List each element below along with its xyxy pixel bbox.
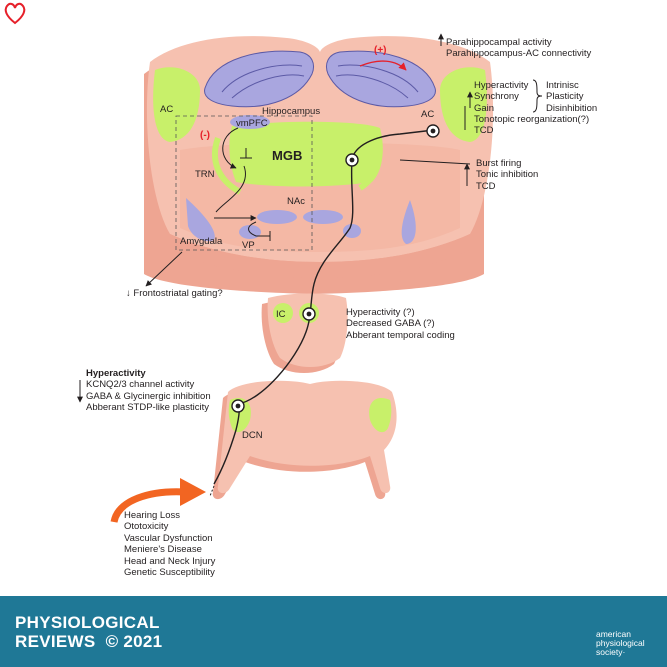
ac-change-item: Synchrony: [474, 91, 519, 103]
cause-item: Ototoxicity: [124, 521, 169, 533]
ic-notes: Hyperactivity (?) Decreased GABA (?) Abb…: [346, 307, 455, 341]
mgb-region: [229, 121, 383, 187]
society-line: society·: [596, 647, 626, 657]
trn-label: TRN: [195, 169, 215, 180]
ac-left-label: AC: [160, 104, 174, 115]
cortex-notes: Parahippocampal activity Parahippocampus…: [446, 37, 591, 60]
cortex-note: Parahippocampal activity: [446, 37, 552, 48]
frontostriatal-note: ↓ Frontostriatal gating?: [126, 288, 223, 299]
dcn-note: Abberant STDP-like plasticity: [86, 402, 210, 414]
ac-change-item: Plasticity: [546, 91, 584, 103]
society-name: american physiological society·: [596, 630, 645, 657]
dcn-section: [212, 380, 397, 500]
vmpfc-region: [230, 115, 270, 129]
ac-change-item: Intrinisc: [546, 80, 579, 91]
mgb-note: Tonic inhibition: [476, 169, 539, 181]
nac-label: NAc: [287, 196, 305, 207]
ac-changes-right: Intrinisc Plasticity Disinhibition: [546, 80, 597, 114]
causes-list: Hearing Loss Ototoxicity Vascular Dysfun…: [124, 510, 215, 578]
tinnitus-pathway-diagram: [77, 33, 543, 524]
neuron-icon: [231, 124, 440, 413]
trn-region: [212, 136, 242, 195]
ic-note: Hyperactivity (?): [346, 307, 415, 318]
mgb-note: Burst firing: [476, 158, 522, 169]
dcn-notes: Hyperactivity KCNQ2/3 channel activity G…: [86, 368, 211, 414]
vmpfc-label: vmPFC: [236, 118, 268, 129]
mgb-notes: Burst firing Tonic inhibition TCD: [476, 158, 538, 192]
dcn-note: KCNQ2/3 channel activity: [86, 379, 195, 391]
hippocampus-region: [204, 50, 436, 108]
ic-note: Decreased GABA (?): [346, 318, 435, 330]
journal-line-2: REVIEWS © 2021: [15, 632, 162, 651]
hippocampus-label: Hippocampus: [262, 106, 321, 117]
society-line: american: [596, 629, 631, 639]
ac-change-item: Gain: [474, 102, 495, 114]
dcn-notes-title: Hyperactivity: [86, 368, 146, 379]
cortex-note: Parahippocampus-AC connectivity: [446, 48, 592, 60]
cause-item: Head and Neck Injury: [124, 555, 216, 567]
mgb-label: MGB: [272, 148, 303, 163]
amygdala-region: [186, 198, 215, 242]
nac-region: [257, 210, 297, 224]
ac-extra-notes: Tonotopic reorganization(?) TCD: [474, 114, 589, 137]
journal-line-1: PHYSIOLOGICAL: [15, 613, 160, 632]
dcn-note: GABA & Glycinergic inhibition: [86, 390, 211, 402]
ac-change-item: Disinhibition: [546, 102, 598, 114]
ac-left-region: [153, 67, 200, 142]
ac-extra-item: TCD: [474, 125, 494, 137]
society-line: physiological: [596, 638, 645, 648]
ac-right-label: AC: [421, 109, 435, 120]
vp-label: VP: [242, 240, 255, 251]
copyright: © 2021: [105, 632, 163, 651]
journal-footer: [0, 596, 667, 667]
ac-change-item: Hyperactivity: [474, 80, 529, 91]
orange-arrow-icon: [110, 488, 187, 524]
ic-section: [261, 293, 348, 373]
journal-reviews: REVIEWS: [15, 632, 96, 651]
plus-label: (+): [374, 45, 387, 56]
ic-label: IC: [276, 309, 286, 320]
ac-right-region: [440, 67, 487, 142]
cause-item: Genetic Susceptibility: [124, 567, 215, 579]
cause-item: Hearing Loss: [124, 510, 180, 521]
journal-name: PHYSIOLOGICAL REVIEWS © 2021: [15, 613, 162, 651]
ac-extra-item: Tonotopic reorganization(?): [474, 114, 590, 125]
ic-note: Abberant temporal coding: [346, 329, 455, 341]
aps-logo-icon: [4, 2, 26, 25]
mgb-note: TCD: [476, 180, 496, 192]
limbic-box: [175, 115, 313, 251]
cause-item: Meniere's Disease: [124, 544, 202, 556]
amygdala-label: Amygdala: [180, 236, 223, 247]
cause-item: Vascular Dysfunction: [124, 532, 213, 544]
minus-label: (-): [200, 130, 210, 141]
ac-changes-left: Hyperactivity Synchrony Gain: [474, 80, 528, 114]
dcn-label: DCN: [242, 430, 263, 441]
